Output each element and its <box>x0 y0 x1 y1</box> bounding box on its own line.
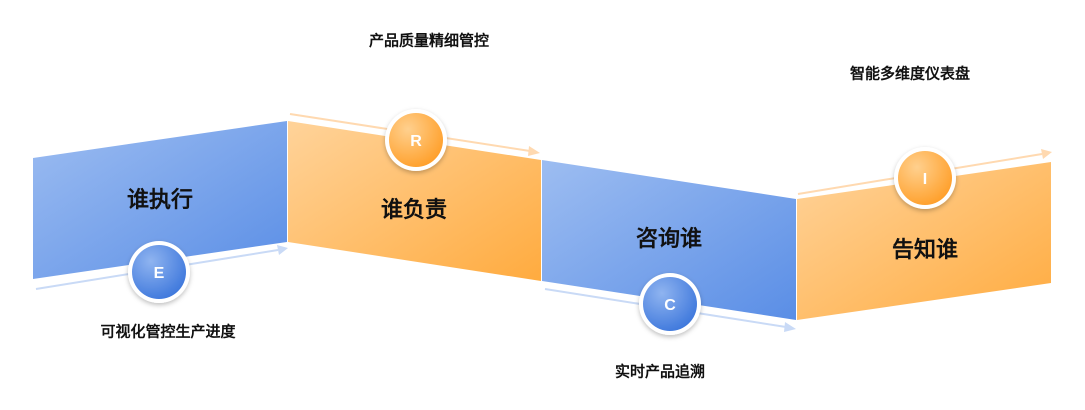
letter-c: C <box>664 297 676 314</box>
circle-e <box>128 241 190 303</box>
panel-e <box>33 121 287 279</box>
panel-title-e: 谁执行 <box>126 188 194 213</box>
letter-r: R <box>410 133 422 150</box>
circle-c <box>639 273 701 335</box>
letter-e: E <box>154 265 165 282</box>
panel-title-c: 咨询谁 <box>635 227 703 252</box>
panel-r <box>288 121 541 281</box>
panel-c <box>542 160 796 320</box>
circle-r <box>385 109 447 171</box>
panel-title-r: 谁负责 <box>380 198 448 223</box>
caption-i: 智能多维度仪表盘 <box>849 64 971 83</box>
caption-e: 可视化管控生产进度 <box>100 322 236 341</box>
panel-title-i: 告知谁 <box>891 238 959 263</box>
caption-r: 产品质量精细管控 <box>368 31 490 50</box>
panel-i <box>797 162 1051 320</box>
letter-i: I <box>923 171 927 188</box>
caption-c: 实时产品追溯 <box>614 362 706 381</box>
circle-i <box>894 147 956 209</box>
